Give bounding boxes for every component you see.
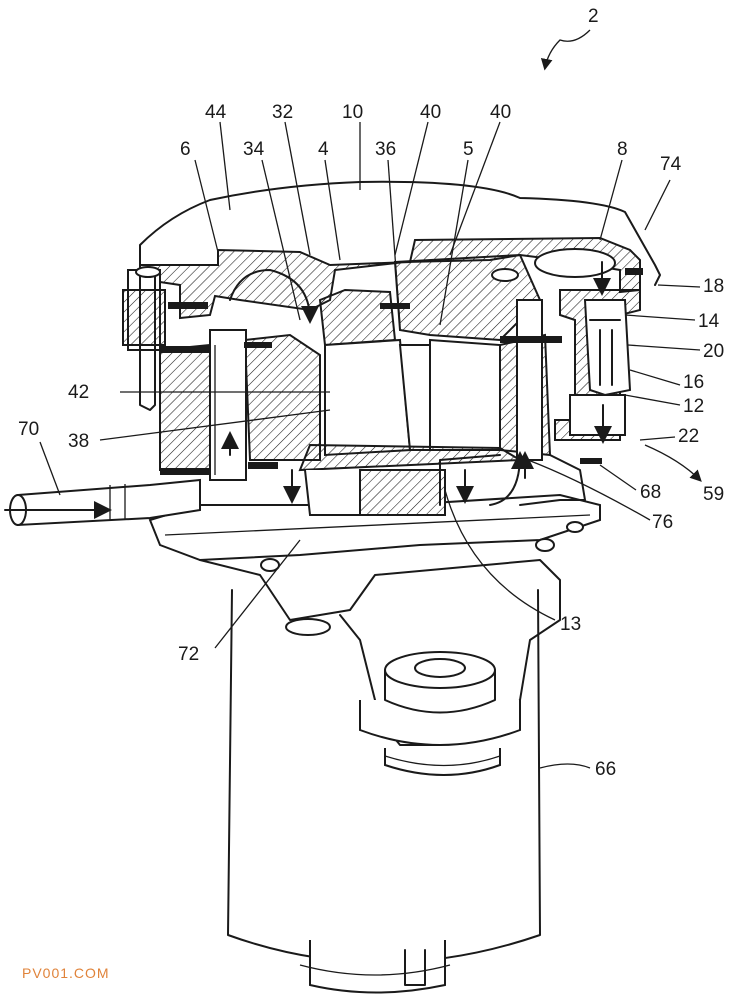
seal-rings <box>160 268 643 475</box>
motor-housing <box>227 589 541 994</box>
rotor-assembly <box>298 253 552 516</box>
label-14: 14 <box>698 311 720 332</box>
label-38: 38 <box>68 431 89 452</box>
label-20: 20 <box>703 341 724 362</box>
inlet-pipe <box>4 478 201 527</box>
bolt-column <box>122 266 166 411</box>
label-66: 66 <box>595 759 616 780</box>
label-13: 13 <box>560 614 581 635</box>
label-44: 44 <box>205 102 227 123</box>
label-12: 12 <box>683 396 704 417</box>
valve-assembly <box>516 248 641 461</box>
label-5: 5 <box>463 139 474 160</box>
label-74: 74 <box>660 154 682 175</box>
label-4: 4 <box>318 139 329 160</box>
reference-numerals: 2 44 32 10 40 40 6 34 4 36 5 8 74 18 14 … <box>18 6 724 780</box>
label-32: 32 <box>272 102 293 123</box>
label-8: 8 <box>617 139 628 160</box>
label-40a: 40 <box>420 102 441 123</box>
label-72: 72 <box>178 644 199 665</box>
leader-lines <box>39 29 702 769</box>
watermark: PV001.COM <box>22 965 110 981</box>
label-22: 22 <box>678 426 699 447</box>
label-6: 6 <box>180 139 191 160</box>
label-68: 68 <box>640 482 661 503</box>
label-40b: 40 <box>490 102 511 123</box>
label-59: 59 <box>703 484 724 505</box>
label-36: 36 <box>375 139 396 160</box>
label-10: 10 <box>342 102 363 123</box>
label-18: 18 <box>703 276 724 297</box>
motor-flange <box>199 559 561 776</box>
label-34: 34 <box>243 139 265 160</box>
label-2: 2 <box>588 6 599 27</box>
flow-arrows <box>221 261 612 506</box>
outer-wall <box>439 454 586 506</box>
label-16: 16 <box>683 372 704 393</box>
label-42: 42 <box>68 382 89 403</box>
label-70: 70 <box>18 419 39 440</box>
label-76: 76 <box>652 512 673 533</box>
